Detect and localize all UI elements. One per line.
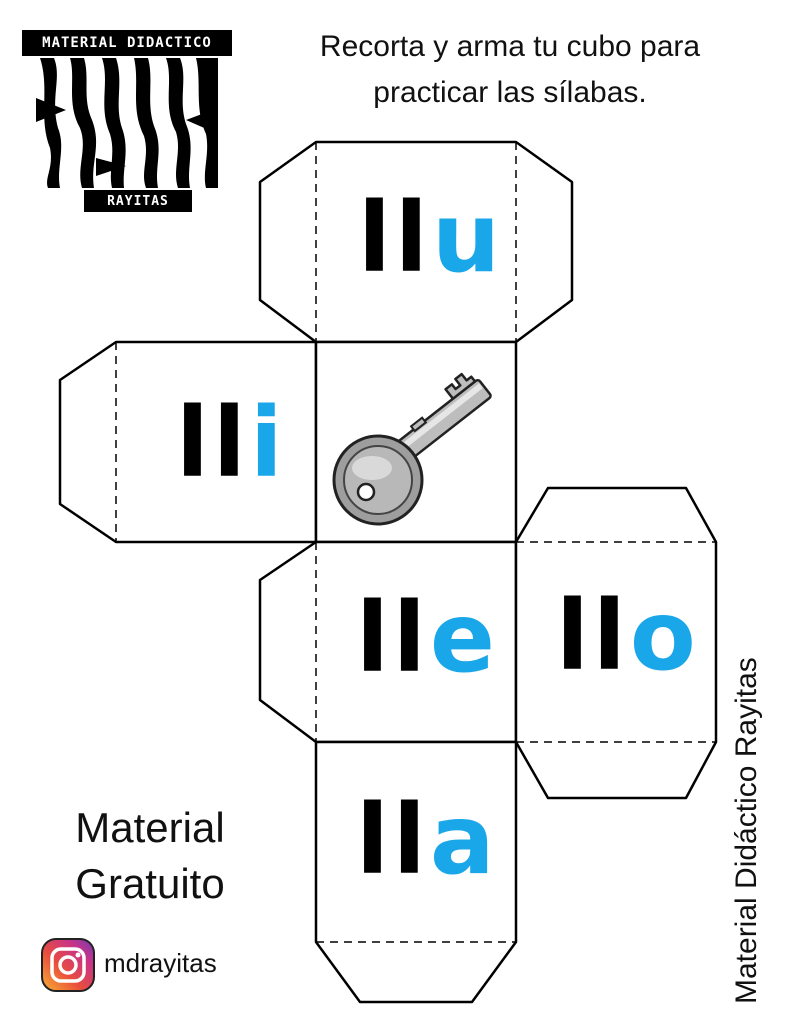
vowel: i bbox=[249, 387, 283, 499]
consonant: ll bbox=[356, 784, 430, 896]
vowel: u bbox=[431, 182, 501, 294]
instagram-handle[interactable]: mdrayitas bbox=[104, 948, 217, 978]
right-face-shape bbox=[514, 486, 718, 800]
vowel: e bbox=[429, 582, 495, 694]
instructions: Recorta y arma tu cubo para practicar la… bbox=[270, 24, 750, 116]
instructions-line-1: Recorta y arma tu cubo para bbox=[319, 30, 701, 63]
consonant: ll bbox=[176, 387, 250, 499]
consonant: ll bbox=[358, 182, 432, 294]
key-icon bbox=[332, 372, 492, 526]
zebra-stripes-icon bbox=[36, 58, 218, 188]
vowel: a bbox=[429, 784, 495, 896]
instagram-icon[interactable] bbox=[40, 937, 96, 993]
side-brand-text: Material Didáctico Rayitas bbox=[730, 657, 763, 1004]
free-line-2: Gratuito bbox=[75, 860, 225, 907]
free-material-label: Material Gratuito bbox=[50, 800, 250, 912]
logo-top-text: MATERIAL DIDACTICO bbox=[22, 30, 232, 56]
vowel: o bbox=[629, 580, 696, 692]
logo-bottom-text: RAYITAS bbox=[84, 190, 192, 212]
free-line-1: Material bbox=[75, 804, 225, 851]
consonant: ll bbox=[556, 580, 630, 692]
consonant: ll bbox=[356, 582, 430, 694]
instructions-line-2: practicar las sílabas. bbox=[373, 76, 647, 109]
brand-logo: MATERIAL DIDACTICO RAYITAS bbox=[22, 30, 232, 215]
